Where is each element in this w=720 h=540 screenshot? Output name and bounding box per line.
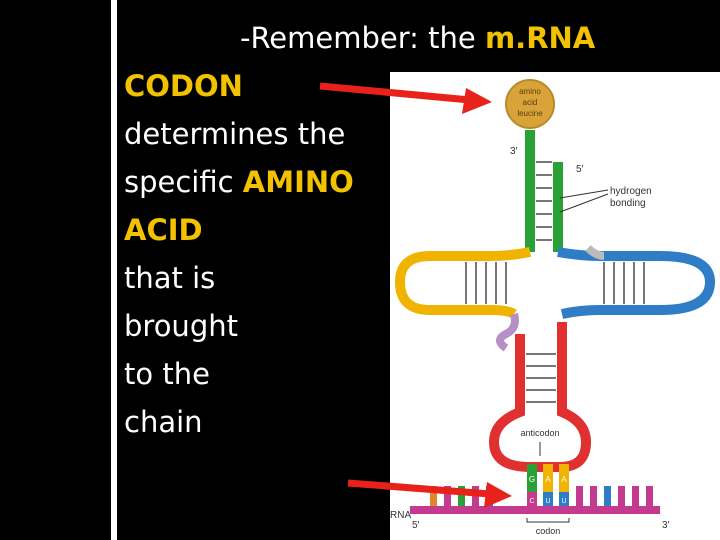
codon-bracket: [526, 518, 570, 523]
d-arm-bonds: [465, 262, 507, 304]
mrna-backbone: [410, 506, 660, 514]
body-line-brought: brought: [124, 309, 238, 343]
slide-line-1: -Remember: the m.RNA: [240, 14, 595, 62]
trna-diagram: amino acid leucine 3′ 5′ hydrogen bondin…: [390, 72, 720, 540]
hbond-pointer-1: [559, 189, 609, 199]
hbond-pointer-2: [559, 193, 609, 213]
body-line-specific: specific AMINO: [124, 158, 394, 206]
codon-letter-1: C: [529, 498, 534, 505]
amino-label-1: amino: [519, 87, 541, 96]
d-arm-loop: [394, 247, 531, 319]
codon-base-2: [543, 492, 553, 506]
codon-base-1: [527, 492, 537, 506]
body-line-to-the: to the: [124, 357, 210, 391]
body-line-that-is: that is: [124, 261, 216, 295]
amino-word: AMINO: [242, 165, 354, 199]
codon-letter-2: U: [545, 498, 550, 505]
anticodon-label: anticodon: [520, 428, 559, 438]
t-arm-grey-segment: [585, 245, 605, 260]
specific-word: specific: [124, 165, 243, 199]
hydrogen-label-1: hydrogen: [610, 186, 652, 197]
body-line-determines: determines the: [124, 117, 346, 151]
line1-prefix: -Remember: the: [240, 21, 485, 55]
t-arm-bonds: [603, 262, 645, 304]
three-prime-top: 3′: [510, 146, 518, 157]
slide-body-text: CODON determines the specific AMINO ACID…: [124, 62, 394, 446]
anticodon-base-3: [559, 464, 569, 494]
anticodon-base-1: [527, 464, 537, 494]
top-arrow-head: [462, 88, 492, 114]
bottom-arrow-head: [484, 482, 512, 508]
acceptor-bonds: [536, 161, 552, 241]
anticodon-bonds: [526, 353, 556, 403]
amino-label-3: leucine: [517, 109, 543, 118]
left-divider-bar: [111, 0, 117, 540]
acid-word: ACID: [124, 213, 203, 247]
five-prime-top: 5′: [576, 164, 584, 175]
codon-label: codon: [536, 526, 561, 536]
codon-base-3: [559, 492, 569, 506]
anticodon-letter-1: G: [529, 475, 535, 484]
top-arrow-shaft: [319, 82, 471, 104]
three-prime-bottom: 3′: [662, 520, 670, 531]
variable-loop: [496, 312, 519, 352]
trna-diagram-svg: amino acid leucine 3′ 5′ hydrogen bondin…: [390, 79, 716, 536]
five-prime-bottom: 5′: [412, 520, 420, 531]
mrna-highlight: m.RNA: [484, 21, 596, 55]
mrna-label: RNA: [390, 510, 411, 521]
codon-letter-3: U: [561, 498, 566, 505]
anticodon-letter-2: A: [545, 475, 551, 484]
body-line-chain: chain: [124, 405, 203, 439]
codon-word: CODON: [124, 69, 243, 103]
bottom-arrow-shaft: [347, 479, 491, 498]
hydrogen-label-2: bonding: [610, 198, 646, 209]
amino-acid-ball: [505, 79, 555, 129]
amino-label-2: acid: [523, 98, 538, 107]
anticodon-base-2: [543, 464, 553, 494]
anticodon-letter-3: A: [561, 475, 567, 484]
